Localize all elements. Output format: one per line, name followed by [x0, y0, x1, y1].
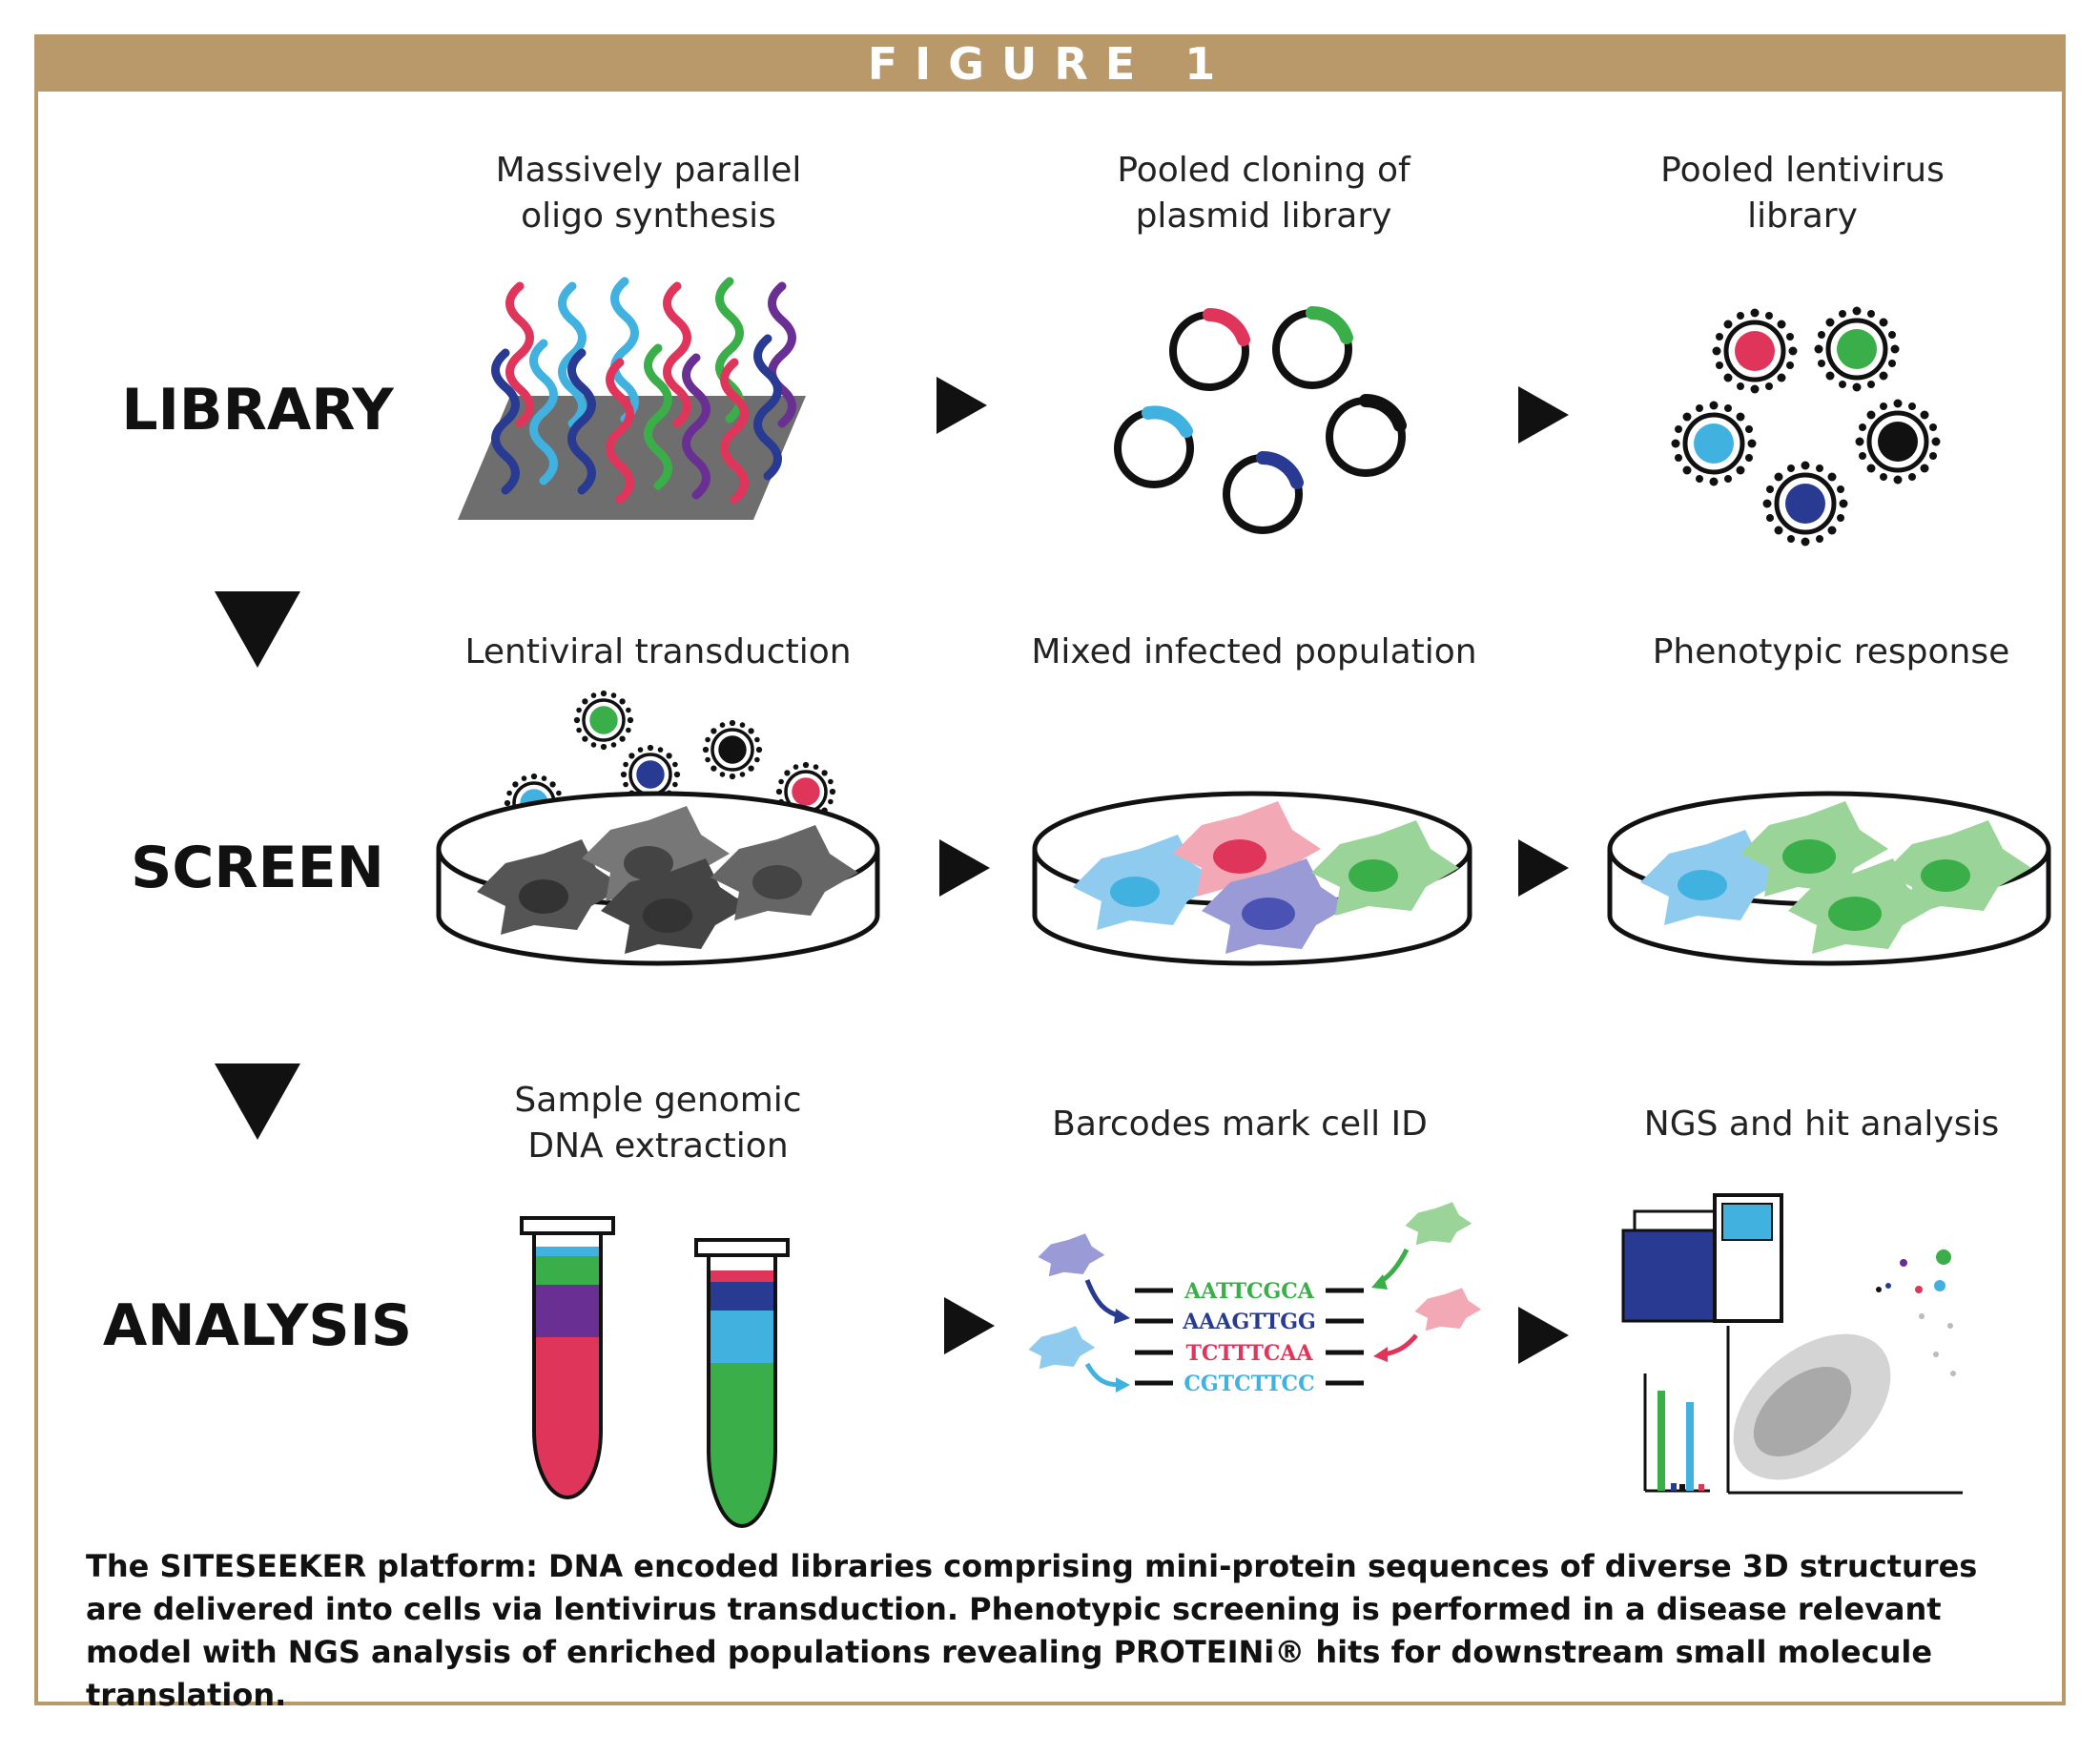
dna-extraction-tubes-illustration	[520, 1216, 790, 1528]
arrow-right-icon	[939, 839, 990, 897]
cell-dark-blue	[1038, 1233, 1105, 1277]
step-label-extraction-line2: DNA extraction	[527, 1126, 789, 1166]
plasmid-light-blue	[1114, 405, 1194, 488]
oligo-array-illustration	[458, 281, 806, 520]
virus-green	[573, 690, 634, 751]
step-label-oligo-line1: Massively parallel	[495, 151, 802, 190]
ngs-analysis-illustration	[1621, 1193, 1963, 1495]
sample-tube-2	[694, 1238, 790, 1528]
barcode-sequence: AAAGTTGG	[1182, 1310, 1316, 1334]
cell-red	[1414, 1288, 1482, 1332]
virus-black	[1855, 399, 1941, 485]
step-label-oligo-line2: oligo synthesis	[521, 196, 776, 236]
barcode-illustration: AATTCGCA AAAGTTGG TCTTTCAA CGTCTTCC	[1028, 1202, 1482, 1396]
sequencer-body	[1621, 1228, 1717, 1323]
step-label-plasmid-line1: Pooled cloning of	[1117, 151, 1410, 190]
arrow-light-blue-icon	[1084, 1362, 1122, 1388]
virus-red	[1712, 308, 1798, 394]
virus-green	[1814, 306, 1900, 392]
virus-red	[775, 761, 836, 822]
arrow-red-icon	[1382, 1333, 1418, 1357]
barcode-sequence: AATTCGCA	[1184, 1279, 1315, 1304]
step-label-lentivirus-line1: Pooled lentivirus	[1660, 151, 1945, 190]
figure-header: FIGURE 1	[34, 34, 2066, 92]
step-label-ngs: NGS and hit analysis	[1643, 1105, 2000, 1144]
cell-green	[1405, 1202, 1472, 1246]
step-label-extraction-line1: Sample genomic	[514, 1081, 802, 1120]
figure-caption: The SITESEEKER platform: DNA encoded lib…	[86, 1548, 1978, 1713]
plasmid-dark-blue	[1223, 451, 1304, 534]
row-label-screen: SCREEN	[131, 835, 384, 901]
row-label-analysis: ANALYSIS	[102, 1292, 413, 1359]
plasmid-black	[1326, 394, 1407, 477]
step-label-extraction: Sample genomic DNA extraction	[477, 1078, 839, 1169]
oligo-chip-surface	[458, 396, 806, 520]
arrow-right-icon	[1518, 1307, 1569, 1364]
arrow-down-icon	[215, 1063, 300, 1140]
phenotypic-response-dish-illustration	[1607, 791, 2051, 966]
arrow-right-icon	[1518, 839, 1569, 897]
row-label-library: LIBRARY	[121, 377, 394, 444]
arrow-right-icon	[944, 1297, 995, 1354]
sequencer-screen	[1721, 1203, 1773, 1241]
arrow-right-icon	[937, 377, 987, 434]
step-label-lentivirus-line2: library	[1747, 196, 1858, 236]
barcode-sequence: CGTCTTCC	[1184, 1372, 1314, 1396]
lentivirus-library-illustration	[1671, 306, 1941, 547]
virus-black	[702, 719, 763, 780]
step-label-plasmid: Pooled cloning of plasmid library	[1063, 148, 1464, 239]
cell-light-blue	[1028, 1326, 1096, 1370]
arrow-down-icon	[215, 591, 300, 668]
plasmid-library-illustration	[1114, 306, 1407, 534]
transduction-dish-illustration	[436, 690, 880, 966]
arrow-right-icon	[1518, 386, 1569, 444]
bar-chart-mini	[1643, 1373, 1710, 1493]
step-label-plasmid-line2: plasmid library	[1135, 196, 1392, 236]
virus-dark-blue	[1762, 461, 1848, 547]
step-label-transduction: Lentiviral transduction	[464, 632, 852, 671]
mixed-population-dish-illustration	[1032, 791, 1472, 966]
step-label-mixed: Mixed infected population	[1031, 632, 1477, 671]
scatter-plot-mini	[1726, 1249, 1963, 1495]
plasmid-red	[1169, 308, 1250, 391]
step-label-phenotypic: Phenotypic response	[1652, 632, 2010, 671]
barcode-sequence: TCTTTCAA	[1185, 1341, 1313, 1366]
step-label-barcodes: Barcodes mark cell ID	[1052, 1105, 1428, 1144]
step-label-lentivirus: Pooled lentivirus library	[1621, 148, 1984, 239]
virus-light-blue	[1671, 401, 1757, 486]
step-label-oligo: Massively parallel oligo synthesis	[453, 148, 844, 239]
plasmid-green	[1272, 306, 1353, 389]
cell-cluster-unlabeled	[477, 806, 858, 954]
sample-tube-1	[520, 1216, 615, 1499]
